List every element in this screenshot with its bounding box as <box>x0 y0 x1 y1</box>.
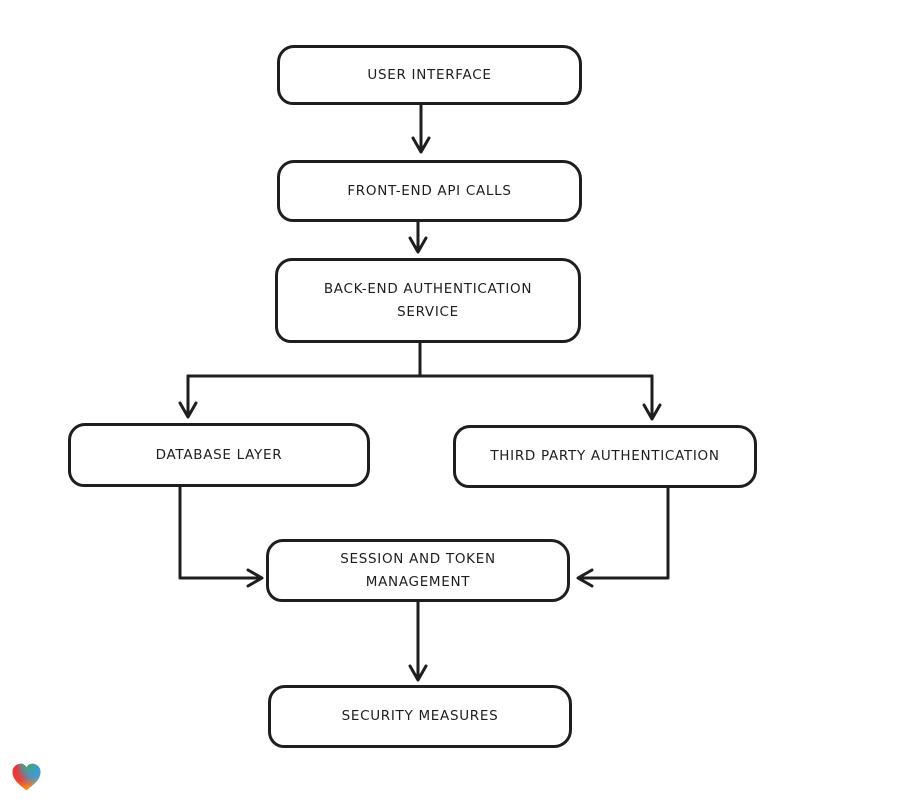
edge-ui-to-frontend <box>411 102 431 154</box>
node-security-measures: SECURITY MEASURES <box>268 685 572 748</box>
edge-line <box>186 341 654 378</box>
gradient-heart-icon <box>12 763 41 791</box>
edge-thirdparty-to-session <box>576 486 670 588</box>
arrowhead-right-icon <box>246 568 264 588</box>
node-label: USER INTERFACE <box>367 66 492 83</box>
arrowhead-down-icon <box>408 236 428 254</box>
node-label: DATABASE LAYER <box>155 446 283 463</box>
node-back-end-authentication-service: BACK-END AUTHENTICATION SERVICE <box>275 258 581 343</box>
arrowhead-down-icon <box>642 403 662 421</box>
node-third-party-authentication: THIRD PARTY AUTHENTICATION <box>453 425 757 488</box>
arrowhead-down-icon <box>411 136 431 154</box>
node-label: FRONT-END API CALLS <box>347 182 512 199</box>
arrowhead-left-icon <box>576 568 594 588</box>
node-label: SESSION AND TOKEN MANAGEMENT <box>340 551 496 590</box>
node-database-layer: DATABASE LAYER <box>68 423 370 487</box>
edge-line <box>578 486 670 580</box>
node-front-end-api-calls: FRONT-END API CALLS <box>277 160 582 222</box>
edge-database-to-session <box>178 485 264 588</box>
edge-backend-split <box>178 341 662 421</box>
edge-line <box>178 485 262 580</box>
arrowhead-down-icon <box>408 664 428 682</box>
edge-frontend-to-backend <box>408 219 428 254</box>
node-session-and-token-management: SESSION AND TOKEN MANAGEMENT <box>266 539 570 602</box>
node-user-interface: USER INTERFACE <box>277 45 582 105</box>
arrowhead-down-icon <box>178 401 198 419</box>
node-label: THIRD PARTY AUTHENTICATION <box>490 448 720 465</box>
node-label: BACK-END AUTHENTICATION SERVICE <box>323 281 533 320</box>
node-label: SECURITY MEASURES <box>341 708 499 725</box>
edge-session-to-security <box>408 599 428 682</box>
heart-logo[interactable] <box>10 761 43 794</box>
